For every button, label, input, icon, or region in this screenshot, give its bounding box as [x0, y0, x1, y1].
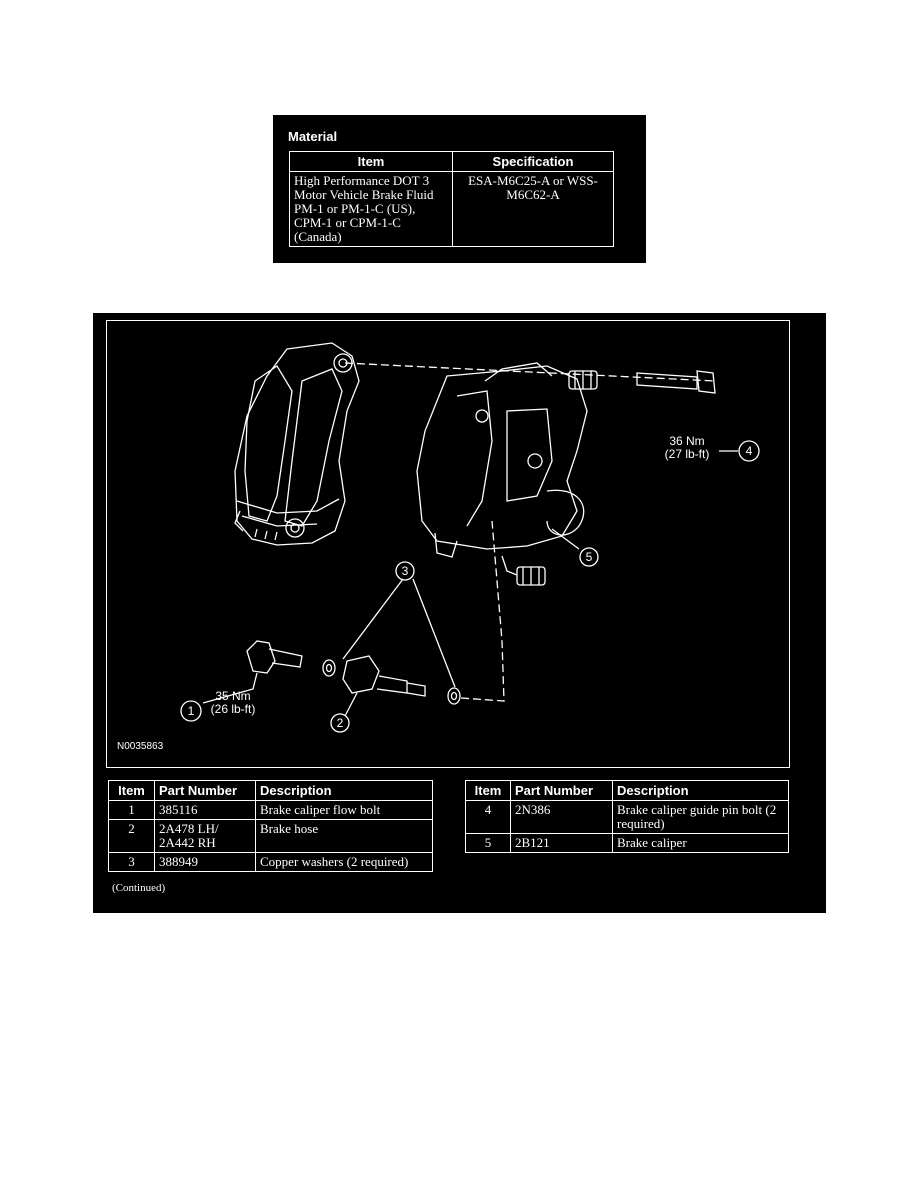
guide-line-upper [344, 362, 716, 382]
callout-3-circle [395, 561, 415, 581]
leader-3a [342, 578, 404, 660]
parts-left-header-item: Item [108, 780, 155, 801]
torque-4-nm: 36 Nm [669, 434, 704, 448]
parts-left-header-desc: Description [255, 780, 433, 801]
material-box: Material Item Specification High Perform… [273, 115, 646, 263]
material-table: Item Specification High Performance DOT … [289, 151, 614, 247]
caliper-body-drawing [416, 362, 598, 586]
figure-ref: N0035863 [117, 741, 164, 752]
parts-cell-part: 2N386 [510, 800, 613, 834]
torque-1-lbft: (26 lb-ft) [211, 702, 256, 716]
material-header-spec: Specification [452, 151, 614, 172]
table-row: 3 388949 Copper washers (2 required) [108, 852, 433, 872]
parts-cell-desc: Brake hose [255, 819, 433, 853]
material-title: Material [288, 129, 338, 144]
parts-cell-desc: Brake caliper flow bolt [255, 800, 433, 820]
parts-right-header-part: Part Number [510, 780, 613, 801]
parts-cell-desc: Copper washers (2 required) [255, 852, 433, 872]
guide-pin-bolt-drawing [636, 370, 716, 394]
figure-panel: 3 2 5 4 1 36 Nm (27 lb-ft) 35 Nm (26 lb-… [93, 313, 826, 913]
washer-left-drawing [322, 659, 336, 677]
parts-cell-part: 385116 [154, 800, 256, 820]
illustration-frame: 3 2 5 4 1 36 Nm (27 lb-ft) 35 Nm (26 lb-… [106, 320, 790, 768]
leader-3b [412, 578, 456, 688]
parts-cell-item: 5 [465, 833, 511, 853]
continued-note: (Continued) [112, 882, 166, 894]
table-row: 4 2N386 Brake caliper guide pin bolt (2 … [465, 800, 789, 834]
callout-3-label: 3 [402, 564, 409, 578]
parts-right-header-item: Item [465, 780, 511, 801]
brake-hose-drawing [342, 655, 426, 697]
callout-5-label: 5 [586, 550, 593, 564]
parts-table-left: Item Part Number Description 1 385116 Br… [108, 780, 433, 872]
table-row: High Performance DOT 3 Motor Vehicle Bra… [289, 171, 614, 247]
torque-4-lbft: (27 lb-ft) [665, 447, 710, 461]
callout-2-circle [330, 713, 350, 733]
torque-1-nm: 35 Nm [215, 689, 250, 703]
material-spec-cell: ESA-M6C25-A or WSS-M6C62-A [452, 171, 614, 247]
parts-cell-item: 1 [108, 800, 155, 820]
callout-4-label: 4 [746, 444, 753, 458]
leader-2 [344, 692, 358, 717]
table-row: 2 2A478 LH/ 2A442 RH Brake hose [108, 819, 433, 853]
washer-right-drawing [447, 687, 461, 705]
material-header-item: Item [289, 151, 453, 172]
parts-right-header-desc: Description [612, 780, 789, 801]
callout-5-circle [579, 547, 599, 567]
leader-1 [202, 672, 258, 704]
callout-4-circle [738, 440, 760, 462]
parts-left-header-part: Part Number [154, 780, 256, 801]
callout-2-label: 2 [337, 716, 344, 730]
material-item-cell: High Performance DOT 3 Motor Vehicle Bra… [289, 171, 453, 247]
parts-cell-item: 3 [108, 852, 155, 872]
callout-1-circle [180, 700, 202, 722]
parts-cell-desc: Brake caliper [612, 833, 789, 853]
table-row: 1 385116 Brake caliper flow bolt [108, 800, 433, 820]
leader-5 [551, 528, 580, 550]
parts-cell-item: 4 [465, 800, 511, 834]
parts-cell-part: 388949 [154, 852, 256, 872]
flow-bolt-drawing [246, 640, 303, 674]
parts-cell-part: 2A478 LH/ 2A442 RH [154, 819, 256, 853]
guide-line-lower [460, 520, 505, 702]
parts-table-right: Item Part Number Description 4 2N386 Bra… [465, 780, 789, 853]
caliper-bracket-drawing [234, 342, 360, 546]
parts-cell-desc: Brake caliper guide pin bolt (2 required… [612, 800, 789, 834]
parts-cell-item: 2 [108, 819, 155, 853]
table-row: 5 2B121 Brake caliper [465, 833, 789, 853]
callout-1-label: 1 [188, 704, 195, 718]
parts-cell-part: 2B121 [510, 833, 613, 853]
brake-caliper-illustration: 3 2 5 4 1 36 Nm (27 lb-ft) 35 Nm (26 lb-… [117, 342, 760, 752]
